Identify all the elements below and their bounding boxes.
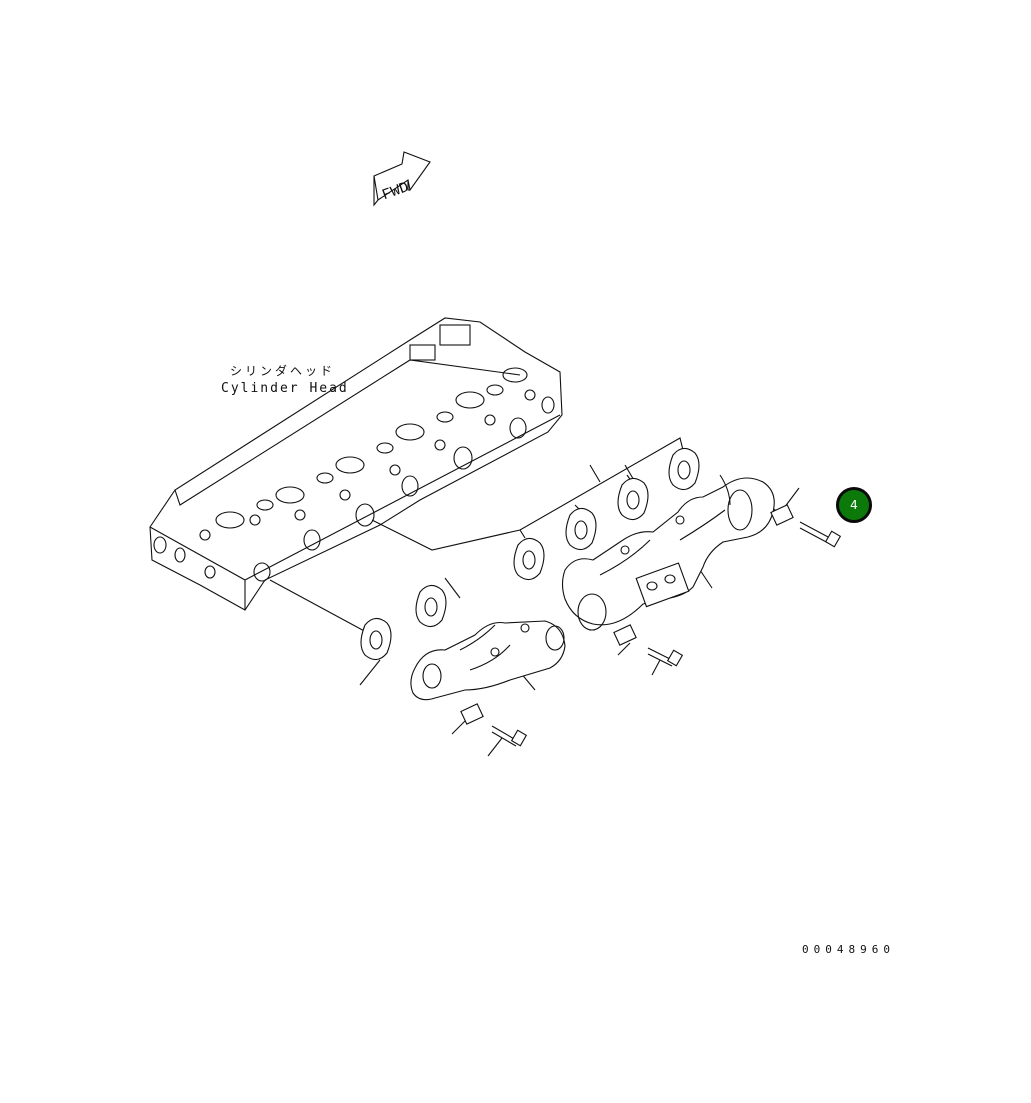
bolts: [491, 521, 842, 747]
gasket-1: [360, 617, 392, 661]
callout-number: 4: [850, 498, 858, 512]
spacer-2: [613, 624, 637, 646]
bolt-1: [491, 725, 528, 747]
rear-exhaust-manifold: [561, 474, 775, 631]
spacer-3: [770, 504, 794, 526]
callout-badge[interactable]: 4: [836, 487, 872, 523]
gasket-4: [565, 507, 597, 551]
cylinder-head: [149, 317, 563, 611]
exhaust-gaskets: [360, 447, 700, 661]
front-exhaust-manifold: [410, 620, 566, 701]
gasket-6: [668, 447, 700, 491]
cylinder-head-label-en: Cylinder Head: [221, 381, 349, 396]
gasket-3: [513, 537, 545, 581]
spacers: [460, 504, 794, 725]
cylinder-head-label-jp: シリンダヘッド: [230, 364, 336, 378]
gasket-5: [617, 477, 649, 521]
gasket-2: [415, 584, 447, 628]
fwd-arrow-icon: FWD: [373, 151, 431, 207]
spacer-1: [460, 703, 484, 725]
bolt-3: [799, 521, 842, 548]
bolt-2: [647, 647, 684, 667]
drawing-number: 00048960: [802, 943, 895, 956]
